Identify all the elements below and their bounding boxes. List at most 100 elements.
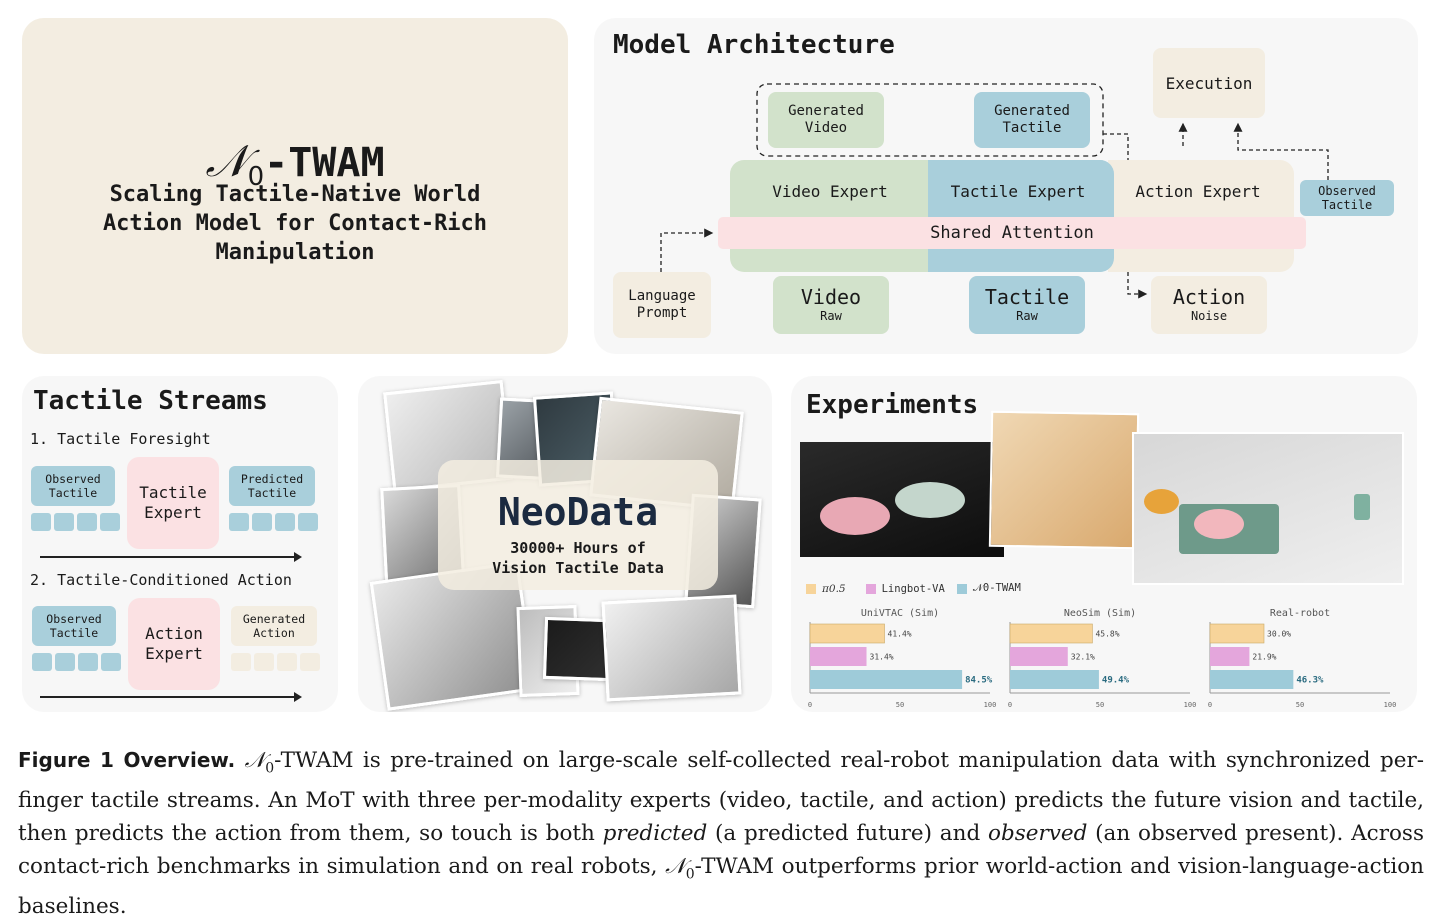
shared-attention-bar: Shared Attention bbox=[718, 217, 1306, 249]
language-prompt-box: Language Prompt bbox=[613, 272, 711, 338]
token bbox=[55, 653, 75, 671]
chart-bar bbox=[1010, 647, 1068, 666]
action-noise-box: Action Noise bbox=[1151, 276, 1267, 334]
experiment-photo-table bbox=[1132, 432, 1404, 585]
tactile-expert-box: Tactile Expert bbox=[127, 457, 219, 549]
robot-photo bbox=[601, 594, 742, 702]
caption-label: Figure 1 Overview. bbox=[18, 748, 236, 772]
chart-bar bbox=[809, 623, 885, 644]
timeline-arrowhead-1 bbox=[294, 552, 302, 562]
token bbox=[229, 513, 249, 531]
chart-bar bbox=[810, 670, 963, 689]
architecture-heading: Model Architecture bbox=[613, 30, 895, 60]
token bbox=[77, 513, 97, 531]
caption-text: (a predicted future) and bbox=[715, 820, 981, 846]
generated-video-box: Generated Video bbox=[768, 92, 884, 148]
video-expert-block bbox=[730, 160, 930, 272]
generated-action: Generated Action bbox=[231, 606, 317, 646]
robot-photo bbox=[542, 616, 612, 682]
chart-bar bbox=[1210, 670, 1294, 689]
chart-tick-label: 50 bbox=[896, 701, 904, 709]
neodata-title: NeoData bbox=[497, 490, 659, 534]
chart-bar bbox=[1009, 623, 1093, 644]
experiment-photo-wood bbox=[988, 410, 1140, 550]
token bbox=[231, 653, 251, 671]
timeline-arrow-1 bbox=[40, 556, 298, 558]
chart-tick-label: 0 bbox=[1008, 701, 1012, 709]
token bbox=[277, 653, 297, 671]
token bbox=[275, 513, 295, 531]
caption-em: observed bbox=[988, 820, 1088, 846]
timeline-arrowhead-2 bbox=[294, 692, 302, 702]
chart-data-label: 31.4% bbox=[870, 653, 894, 662]
token bbox=[78, 653, 98, 671]
token bbox=[31, 513, 51, 531]
chart-bar bbox=[1209, 623, 1265, 644]
arrow-generated-to-expert bbox=[1103, 133, 1129, 160]
architecture-arrows bbox=[660, 83, 1329, 299]
caption-em: predicted bbox=[602, 820, 708, 846]
chart-group-title: NeoSim (Sim) bbox=[1064, 608, 1136, 619]
subtitle: Scaling Tactile-Native World Action Mode… bbox=[102, 182, 488, 265]
chart-bar bbox=[810, 647, 867, 666]
experiment-photo-plates bbox=[800, 442, 1004, 557]
token bbox=[298, 513, 318, 531]
execution-box: Execution bbox=[1153, 48, 1265, 118]
chart-tick-label: 100 bbox=[984, 701, 997, 709]
chart-data-label: 84.5% bbox=[965, 676, 993, 686]
token bbox=[32, 653, 52, 671]
predicted-tactile: Predicted Tactile bbox=[229, 466, 315, 506]
tactile-expert-block-overlay bbox=[928, 160, 1114, 272]
generated-tactile-box: Generated Tactile bbox=[974, 92, 1090, 148]
chart-group-title: UniVTAC (Sim) bbox=[861, 608, 939, 619]
chart-legend: π0.5 Lingbot-VA 𝒩0-TWAM bbox=[806, 582, 1021, 595]
arrow-language-to-attention bbox=[660, 228, 714, 272]
green-plate bbox=[895, 482, 965, 518]
video-expert-label: Video Expert bbox=[772, 182, 888, 201]
observed-tactile-box: Observed Tactile bbox=[1300, 180, 1394, 216]
arrow-attention-to-noise bbox=[1127, 272, 1148, 299]
chart-tick-label: 100 bbox=[1184, 701, 1197, 709]
token bbox=[100, 513, 120, 531]
timeline-arrow-2 bbox=[40, 696, 298, 698]
legend-label: 𝒩0-TWAM bbox=[972, 582, 1021, 594]
neodata-panel: NeoData 30000+ Hours of Vision Tactile D… bbox=[358, 376, 772, 712]
chart-data-label: 30.0% bbox=[1267, 630, 1291, 639]
legend-swatch bbox=[806, 583, 816, 594]
video-raw-box: Video Raw bbox=[773, 276, 889, 334]
chart-tick-label: 50 bbox=[1096, 701, 1104, 709]
fruit-bowl bbox=[1144, 489, 1179, 514]
chart-data-label: 21.9% bbox=[1252, 653, 1276, 662]
pink-plate bbox=[820, 497, 890, 535]
pink-plate bbox=[1194, 509, 1244, 539]
legend-label: Lingbot-VA bbox=[881, 582, 945, 595]
chart-bar bbox=[1010, 670, 1099, 689]
neodata-overlay bbox=[438, 460, 718, 590]
action-expert-box: Action Expert bbox=[128, 598, 220, 690]
chart-group-title: Real-robot bbox=[1270, 608, 1330, 619]
chart-tick-label: 100 bbox=[1384, 701, 1397, 709]
caption-symbol: 𝒩 bbox=[665, 853, 686, 879]
token bbox=[300, 653, 320, 671]
caption-text: -TWAM is pre-trained on large-scale self… bbox=[18, 748, 1424, 846]
chart-tick-label: 0 bbox=[808, 701, 812, 709]
token bbox=[101, 653, 121, 671]
chart-tick-label: 50 bbox=[1296, 701, 1304, 709]
chart-data-label: 46.3% bbox=[1296, 676, 1324, 686]
token bbox=[254, 653, 274, 671]
streams-heading: Tactile Streams bbox=[33, 386, 268, 416]
foresight-label: 1. Tactile Foresight bbox=[30, 430, 211, 448]
caption-symbol: 𝒩 bbox=[244, 748, 266, 773]
legend-swatch bbox=[956, 583, 967, 594]
chart-tick-label: 0 bbox=[1208, 701, 1212, 709]
observed-tactile-1: Observed Tactile bbox=[31, 466, 115, 506]
token bbox=[252, 513, 272, 531]
conditioned-label: 2. Tactile-Conditioned Action bbox=[30, 571, 292, 589]
chart-data-label: 49.4% bbox=[1102, 676, 1130, 686]
experiments-heading: Experiments bbox=[806, 390, 979, 420]
caption-text: -TWAM outperforms prior world-action and… bbox=[18, 853, 1424, 919]
chart-bar bbox=[1210, 647, 1250, 666]
legend-swatch bbox=[865, 583, 876, 594]
observed-tactile-2: Observed Tactile bbox=[32, 606, 116, 646]
figure-caption: Figure 1 Overview. 𝒩0-TWAM is pre-traine… bbox=[18, 748, 1424, 919]
